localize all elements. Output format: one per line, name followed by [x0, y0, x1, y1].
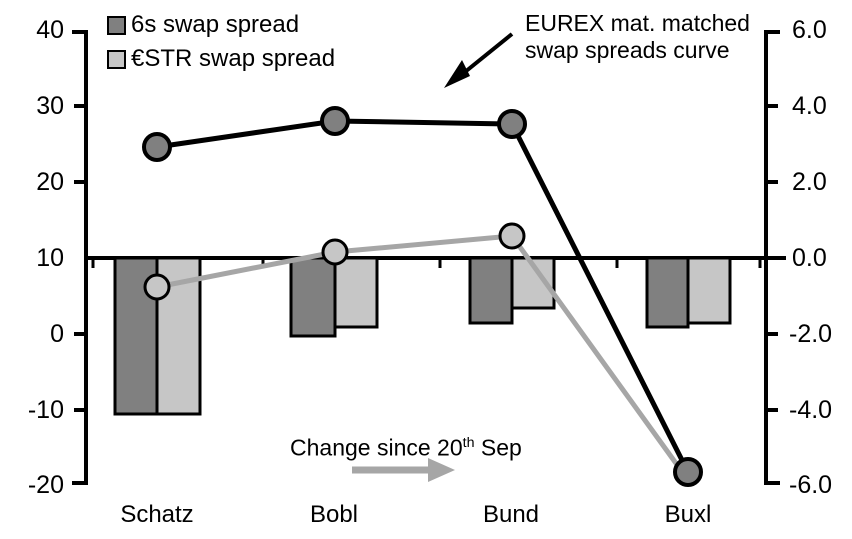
x-axis-label-buxl: Buxl: [664, 501, 712, 528]
bar-6s-bund: [468, 256, 514, 325]
change-note-ordinal: th: [462, 435, 475, 451]
marker-eurex-bobl: [320, 106, 350, 136]
bar-group-buxl: [645, 256, 732, 329]
series-estr-change-line: [143, 222, 691, 482]
right-axis-tick-neg4: -4.0: [789, 396, 833, 424]
left-axis-tick-40: 40: [36, 16, 64, 44]
left-axis-tick-neg10: -10: [27, 396, 64, 424]
marker-eurex-buxl: [673, 457, 703, 487]
right-axis-tick-6: 6.0: [792, 16, 827, 44]
x-axis-label-bund: Bund: [482, 501, 540, 528]
marker-eurex-schatz: [142, 132, 172, 162]
legend-swatch-estr-icon: [107, 49, 126, 69]
bar-6s-bobl: [289, 256, 337, 338]
left-axis-tick-neg20: -20: [27, 471, 64, 499]
left-axis-tick-0: 0: [50, 320, 64, 348]
right-axis-tick-0: 0.0: [792, 244, 827, 272]
series-eurex-curve-line: [142, 106, 703, 487]
right-axis-tick-neg6: -6.0: [789, 471, 833, 499]
bar-6s-schatz: [113, 256, 159, 416]
left-axis-tick-20: 20: [36, 168, 64, 196]
bar-group-bobl: [289, 256, 379, 338]
right-axis-tick-4: 4.0: [792, 92, 827, 120]
left-axis-tick-30: 30: [36, 92, 64, 120]
bar-6s-buxl: [645, 256, 690, 329]
legend-item-6s-swap-spread: 6s swap spread: [107, 13, 299, 37]
left-axis-tick-10: 10: [36, 244, 64, 272]
change-note-pre: Change since 20: [290, 434, 463, 461]
legend-swatch-6s-icon: [107, 15, 126, 35]
callout-arrow-icon: [444, 32, 514, 88]
annotation-change-since: Change since 20th Sep: [290, 430, 522, 461]
marker-estr-schatz: [143, 273, 171, 301]
legend-label-6s: 6s swap spread: [131, 11, 300, 38]
annotation-eurex-callout: EUREX mat. matched swap spreads curve: [525, 10, 750, 63]
bar-estr-buxl: [686, 256, 732, 325]
change-arrow-icon: [352, 458, 455, 482]
bar-estr-bobl: [333, 256, 379, 329]
x-axis-label-schatz: Schatz: [120, 501, 194, 528]
left-axis: [72, 30, 88, 485]
change-note-post: Sep: [474, 434, 522, 461]
marker-eurex-bund: [497, 109, 527, 139]
marker-estr-bund: [498, 222, 526, 250]
legend-label-estr: €STR swap spread: [131, 45, 336, 72]
bar-group-bund: [468, 256, 556, 325]
right-axis-tick-2: 2.0: [792, 168, 827, 196]
right-axis-tick-neg2: -2.0: [789, 320, 833, 348]
x-axis-label-bobl: Bobl: [309, 501, 359, 528]
legend-item-estr-swap-spread: €STR swap spread: [107, 47, 335, 71]
marker-estr-bobl: [321, 238, 349, 266]
